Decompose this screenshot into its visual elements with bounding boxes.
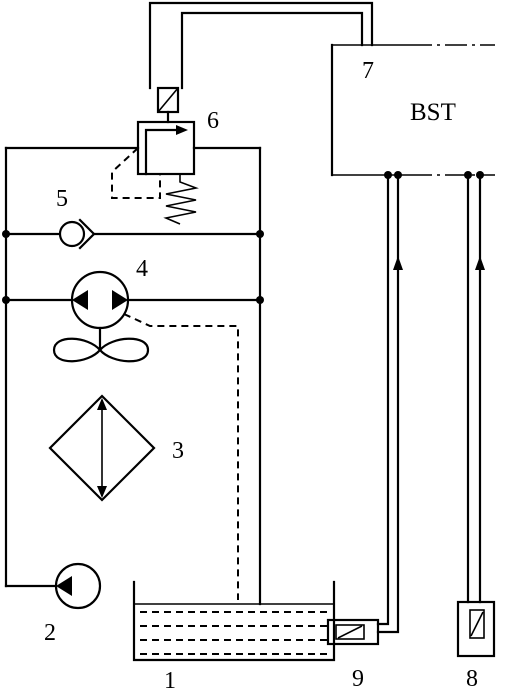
label-8: 8 — [466, 666, 478, 692]
oil-tank: 1 — [132, 580, 336, 692]
solenoid-valve: 6 — [111, 86, 219, 225]
label-5: 5 — [56, 186, 68, 212]
sensor-8: 8 — [456, 171, 496, 692]
pump: 2 — [44, 562, 102, 646]
label-2: 2 — [44, 620, 56, 646]
check-valve: 5 — [56, 186, 96, 250]
control-unit-bst: BST 7 — [330, 43, 495, 177]
sensor-9: 9 — [326, 171, 403, 692]
signal-arrow-icon — [393, 256, 403, 270]
signal-arrow-icon — [475, 256, 485, 270]
label-4: 4 — [136, 256, 148, 282]
label-3: 3 — [172, 438, 184, 464]
cooler: 3 — [48, 394, 184, 502]
flow-arrow-icon — [176, 125, 188, 135]
solenoid-signal-cable — [148, 1, 374, 90]
label-1: 1 — [164, 668, 176, 692]
label-6: 6 — [207, 108, 219, 134]
label-9: 9 — [352, 666, 364, 692]
label-7: 7 — [362, 58, 374, 84]
fan-icon — [52, 337, 150, 363]
fan-motor: 4 — [52, 256, 239, 600]
main-hydraulic-lines — [2, 146, 264, 606]
bst-label: BST — [410, 99, 456, 126]
spring-icon — [163, 174, 199, 225]
